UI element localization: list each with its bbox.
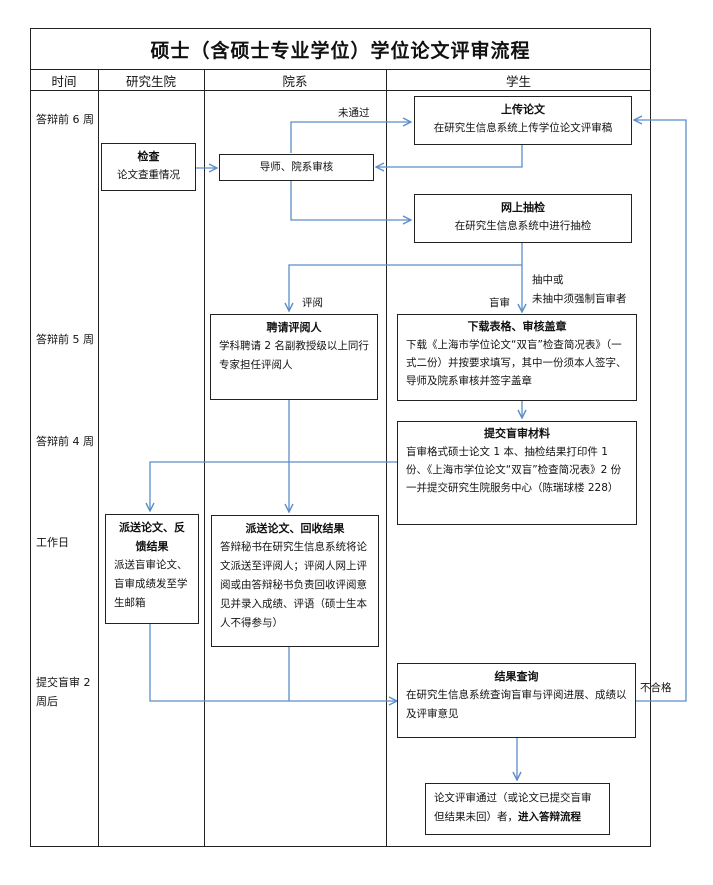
column-divider-2 — [204, 69, 205, 847]
title-divider — [30, 69, 651, 70]
header-divider — [30, 90, 651, 91]
arrow-review-to-upload — [290, 122, 411, 153]
box-send-feedback-text: 派送盲审论文、盲审成绩发至学生邮箱 — [114, 559, 188, 609]
arrow-result-to-upload — [634, 120, 687, 702]
box-result-query-title: 结果查询 — [494, 670, 539, 683]
time-label-6-weeks: 答辩前 6 周 — [36, 113, 94, 126]
box-submit-blind-review-title: 提交盲审材料 — [484, 427, 550, 440]
box-download-forms: 下载表格、审核盖章 下载《上海市学位论文“双盲”检查简况表》（一式二份）并按要求… — [397, 314, 637, 401]
box-result-query: 结果查询 在研究生信息系统查询盲审与评阅进展、成绩以及评审意见 — [397, 663, 636, 738]
box-upload-thesis-text: 在研究生信息系统上传学位论文评审稿 — [433, 122, 613, 134]
box-hire-reviewer-title: 聘请评阅人 — [266, 321, 322, 334]
column-header-time: 时间 — [51, 73, 77, 89]
box-send-collect-results-text: 答辩秘书在研究生信息系统将论文派送至评阅人；评阅人网上评阅或由答辩秘书负责回收评… — [220, 541, 367, 629]
box-send-collect-results-title: 派送论文、回收结果 — [245, 522, 345, 535]
box-enter-defense-bold: 进入答辩流程 — [518, 811, 581, 823]
time-label-4-weeks: 答辩前 4 周 — [36, 435, 94, 448]
edge-label-failed: 不合格 — [640, 682, 672, 694]
column-divider-1 — [98, 69, 99, 847]
time-label-workday: 工作日 — [36, 536, 69, 549]
column-header-graduate-school: 研究生院 — [125, 73, 176, 89]
box-download-forms-text: 下载《上海市学位论文“双盲”检查简况表》（一式二份）并按要求填写，其中一份须本人… — [406, 339, 627, 387]
box-enter-defense-text: 论文评审通过（或论文已提交盲审但结果未回）者， — [434, 792, 592, 823]
box-advisor-review-text: 导师、院系审核 — [259, 161, 334, 173]
box-hire-reviewer-text: 学科聘请 2 名副教授级以上同行专家担任评阅人 — [219, 340, 369, 371]
edge-label-review: 评阅 — [302, 297, 323, 309]
box-check-plagiarism: 检查 论文查重情况 — [101, 143, 196, 191]
arrow-review-to-spot-check — [290, 181, 411, 220]
box-result-query-text: 在研究生信息系统查询盲审与评阅进展、成绩以及评审意见 — [406, 689, 627, 720]
box-upload-thesis: 上传论文 在研究生信息系统上传学位论文评审稿 — [414, 96, 632, 145]
box-check-plagiarism-title: 检查 — [137, 150, 160, 163]
box-submit-blind-review-text: 盲审格式硕士论文 1 本、抽检结果打印件 1 份、《上海市学位论文“双盲”检查简… — [406, 446, 622, 494]
column-header-department: 院系 — [282, 73, 308, 89]
arrow-upload-to-review — [376, 145, 523, 167]
box-send-feedback: 派送论文、反馈结果 派送盲审论文、盲审成绩发至学生邮箱 — [105, 514, 199, 624]
edge-label-not-passed: 未通过 — [338, 107, 370, 119]
box-check-plagiarism-text: 论文查重情况 — [117, 169, 180, 181]
arrow-send-feedback-to-result — [149, 624, 397, 701]
column-header-student: 学生 — [505, 73, 531, 89]
arrow-spot-check-to-hire — [289, 264, 522, 311]
edge-label-blind: 盲审 — [489, 297, 510, 309]
box-online-spot-check: 网上抽检 在研究生信息系统中进行抽检 — [414, 194, 632, 243]
box-submit-blind-review: 提交盲审材料 盲审格式硕士论文 1 本、抽检结果打印件 1 份、《上海市学位论文… — [397, 421, 637, 525]
edge-label-spot-selected-1: 抽中或 — [532, 274, 564, 286]
box-advisor-review: 导师、院系审核 — [219, 154, 374, 181]
box-download-forms-title: 下载表格、审核盖章 — [467, 320, 567, 333]
page-title: 硕士（含硕士专业学位）学位论文评审流程 — [150, 39, 531, 62]
edge-label-spot-selected-2: 未抽中须强制盲审者 — [532, 293, 627, 305]
diagram-frame — [30, 28, 651, 847]
box-online-spot-check-title: 网上抽检 — [501, 201, 545, 214]
box-enter-defense: 论文评审通过（或论文已提交盲审但结果未回）者，进入答辩流程 — [425, 783, 610, 835]
box-hire-reviewer: 聘请评阅人 学科聘请 2 名副教授级以上同行专家担任评阅人 — [210, 314, 378, 400]
box-send-collect-results: 派送论文、回收结果 答辩秘书在研究生信息系统将论文派送至评阅人；评阅人网上评阅或… — [211, 515, 379, 647]
time-label-2-weeks-after: 提交盲审 2 周后 — [36, 676, 91, 708]
box-online-spot-check-text: 在研究生信息系统中进行抽检 — [454, 220, 592, 232]
box-upload-thesis-title: 上传论文 — [501, 103, 545, 116]
box-send-feedback-title: 派送论文、反馈结果 — [119, 521, 185, 553]
arrow-submit-to-send-feedback — [150, 461, 397, 511]
time-label-5-weeks: 答辩前 5 周 — [36, 333, 94, 346]
column-divider-3 — [386, 69, 387, 847]
